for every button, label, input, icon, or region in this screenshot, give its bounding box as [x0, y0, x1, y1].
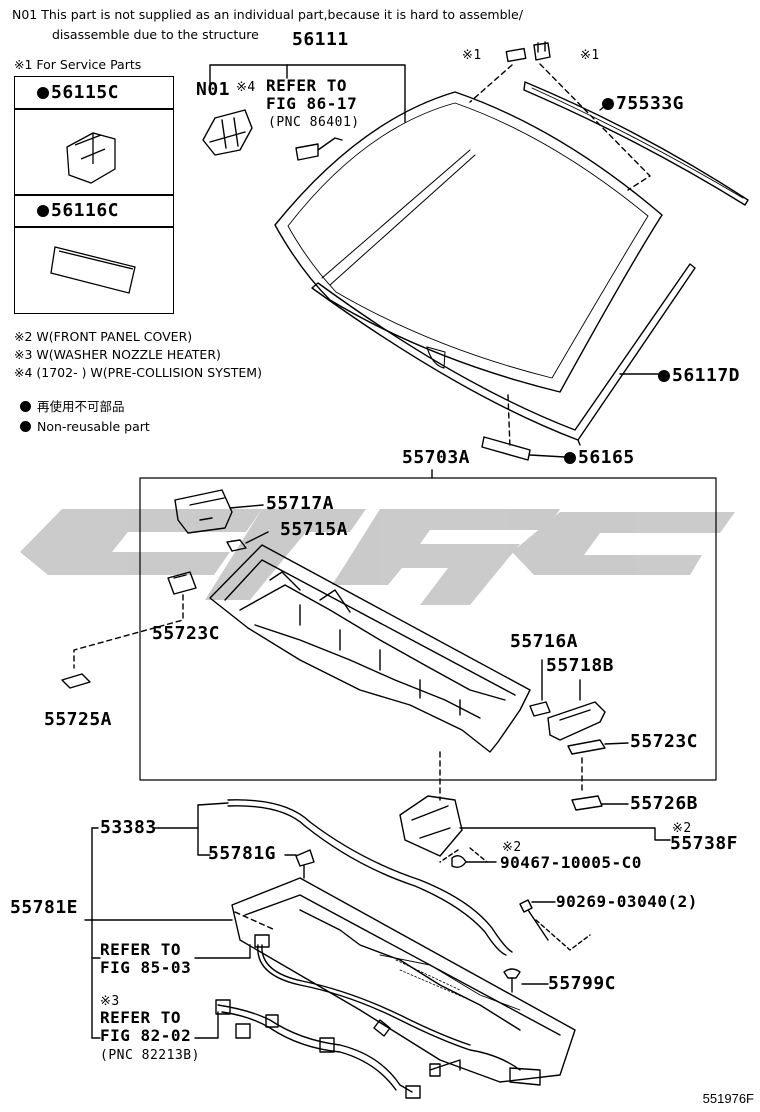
- ref-82-pnc: (PNC 82213B): [100, 1048, 200, 1063]
- sensor-bracket: [295, 137, 343, 161]
- part-label-56116c[interactable]: 56116C: [51, 200, 120, 221]
- service-box-image-1: [14, 108, 174, 196]
- part-label-55781e[interactable]: 55781E: [10, 897, 79, 918]
- leader-56111: [209, 64, 406, 123]
- ref-86-pnc: (PNC 86401): [268, 115, 360, 130]
- part-label-56117d[interactable]: 56117D: [672, 365, 741, 386]
- part-label-55715a[interactable]: 55715A: [280, 519, 349, 540]
- part-label-55723c-left[interactable]: 55723C: [152, 623, 221, 644]
- part-label-56115c[interactable]: 56115C: [51, 82, 120, 103]
- part-label-56111[interactable]: 56111: [292, 29, 349, 50]
- cowl-panel-box: [139, 477, 717, 781]
- cowl-lower-panel: [231, 877, 576, 1083]
- part-label-56165[interactable]: 56165: [578, 447, 635, 468]
- part-label-n01[interactable]: N01: [196, 79, 231, 100]
- service-box-header-2: 56116C: [14, 194, 174, 228]
- part-label-55716a[interactable]: 55716A: [510, 631, 579, 652]
- part-label-55725a[interactable]: 55725A: [44, 709, 113, 730]
- part-label-55738f[interactable]: 55738F: [670, 833, 739, 854]
- note-w2: ※2 W(FRONT PANEL COVER): [14, 329, 193, 344]
- pad-55725a: [61, 673, 91, 689]
- ref-82-line1[interactable]: REFER TO: [100, 1008, 182, 1027]
- ref-85-line1[interactable]: REFER TO: [100, 940, 182, 959]
- ref-mark-4: ※4: [236, 80, 256, 95]
- clip-icon: [533, 41, 551, 61]
- part-label-55723c-right[interactable]: 55723C: [630, 731, 699, 752]
- diagram-code: 551976F: [702, 1091, 754, 1106]
- part-label-90269[interactable]: 90269-03040(2): [556, 892, 698, 911]
- moulding-56117d: [311, 263, 696, 441]
- note-n01-line1: N01 This part is not supplied as an indi…: [12, 7, 523, 22]
- part-label-55717a[interactable]: 55717A: [266, 493, 335, 514]
- filled-circle-icon: [564, 452, 576, 464]
- mark-2a: ※2: [672, 821, 692, 836]
- part-55718b: [547, 701, 606, 741]
- service-box-image-2: [14, 226, 174, 314]
- filled-circle-icon: [20, 401, 31, 412]
- filled-circle-icon: [37, 205, 49, 217]
- bracket-n01: [202, 109, 253, 156]
- part-label-55799c[interactable]: 55799C: [548, 973, 617, 994]
- stopper-56165: [481, 436, 531, 461]
- filled-circle-icon: [37, 87, 49, 99]
- service-box-header-1: 56115C: [14, 76, 174, 110]
- hose-53383: [227, 799, 513, 953]
- wire-harness: [217, 1004, 413, 1093]
- tape-56116c-drawing: [50, 246, 136, 294]
- mark-1a: ※1: [462, 48, 482, 63]
- ref-86-line2[interactable]: FIG 86-17: [266, 94, 358, 113]
- ref-82-line2[interactable]: FIG 82-02: [100, 1026, 192, 1045]
- note-n01-line2: disassemble due to the structure: [52, 27, 259, 42]
- mark-3: ※3: [100, 994, 120, 1009]
- washer-hose: [257, 944, 521, 1071]
- filled-circle-icon: [602, 98, 614, 110]
- note-service-parts: ※1 For Service Parts: [14, 57, 142, 72]
- legend-en: Non-reusable part: [20, 420, 150, 434]
- strip-75533g: [523, 81, 749, 206]
- note-w3: ※3 W(WASHER NOZZLE HEATER): [14, 347, 221, 362]
- mark-2b: ※2: [502, 840, 522, 855]
- bracket-55738f: [399, 795, 463, 857]
- ref-85-line2[interactable]: FIG 85-03: [100, 958, 192, 977]
- filled-circle-icon: [658, 370, 670, 382]
- windshield-glass: [274, 91, 663, 393]
- part-label-55726b[interactable]: 55726B: [630, 793, 699, 814]
- part-label-55718b[interactable]: 55718B: [546, 655, 615, 676]
- clip-56115c-drawing: [66, 132, 116, 184]
- part-55717a: [174, 489, 233, 534]
- part-label-53383[interactable]: 53383: [100, 817, 157, 838]
- note-w4: ※4 (1702- ) W(PRE-COLLISION SYSTEM): [14, 365, 262, 380]
- part-label-75533g[interactable]: 75533G: [616, 93, 685, 114]
- part-label-90467[interactable]: 90467-10005-C0: [500, 853, 642, 872]
- part-label-55703a[interactable]: 55703A: [402, 447, 471, 468]
- mark-1b: ※1: [580, 48, 600, 63]
- part-label-55781g[interactable]: 55781G: [208, 843, 277, 864]
- filled-circle-icon: [20, 421, 31, 432]
- cowl-panel: [209, 544, 531, 753]
- legend-jp: 再使用不可部品: [20, 400, 125, 414]
- ref-86-line1[interactable]: REFER TO: [266, 76, 348, 95]
